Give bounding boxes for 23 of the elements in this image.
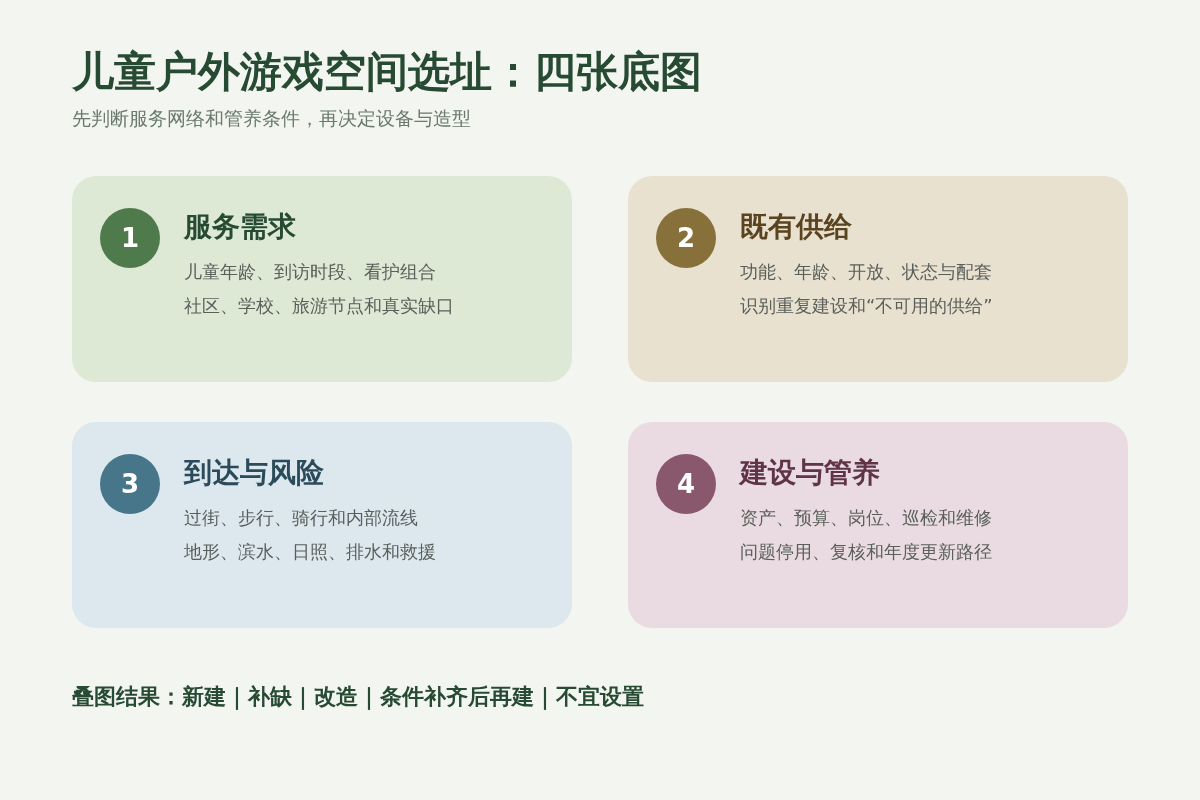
title: 儿童户外游戏空间选址：四张底图 [72,46,702,98]
card-heading: 建设与管养 [740,455,880,491]
number-badge: 3 [100,454,160,514]
result-note: 叠图结果：新建｜补缺｜改造｜条件补齐后再建｜不宜设置 [72,683,644,712]
card-text: 问题停用、复核和年度更新路径 [740,540,992,564]
card-heading: 到达与风险 [184,455,324,491]
card-text: 社区、学校、旅游节点和真实缺口 [184,294,454,318]
card-text: 资产、预算、岗位、巡检和维修 [740,506,992,530]
card-text: 功能、年龄、开放、状态与配套 [740,260,992,284]
card [628,176,1128,382]
card [628,422,1128,628]
card-heading: 服务需求 [184,209,296,245]
card [72,176,572,382]
number-badge: 4 [656,454,716,514]
card-text: 识别重复建设和“不可用的供给” [740,294,993,318]
card-heading: 既有供给 [740,209,852,245]
card-text: 过街、步行、骑行和内部流线 [184,506,418,530]
number-badge: 2 [656,208,716,268]
card-text: 地形、滨水、日照、排水和救援 [184,540,436,564]
card [72,422,572,628]
card-text: 儿童年龄、到访时段、看护组合 [184,260,436,284]
number-badge: 1 [100,208,160,268]
subtitle: 先判断服务网络和管养条件，再决定设备与造型 [72,106,471,131]
